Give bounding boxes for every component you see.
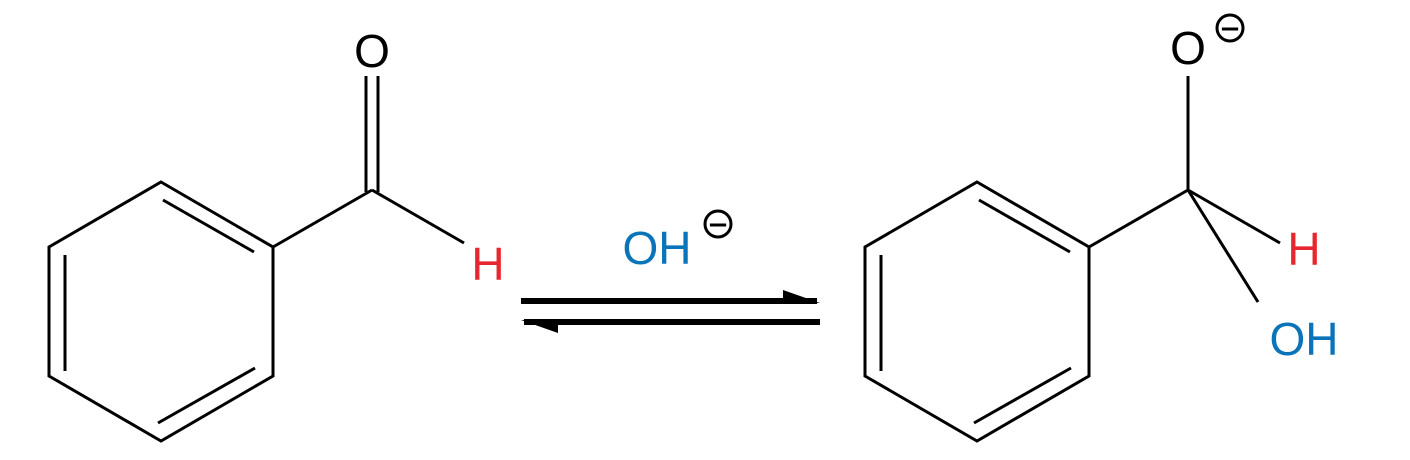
forward-arrow-head (783, 290, 820, 303)
forward-arrow-shaft (521, 298, 817, 304)
inner-double-bond (162, 198, 255, 254)
reverse-arrow-shaft (524, 319, 820, 325)
inner-double-bond (978, 198, 1071, 254)
c-h-bond (1187, 188, 1281, 245)
negative-charge-icon (703, 209, 733, 239)
reagent: OH − (623, 209, 733, 274)
ring-carbonyl-bond (272, 188, 373, 249)
negative-charge-sign: − (1219, 14, 1241, 44)
benzene-ring (47, 180, 275, 443)
ring-carbon-bond (1088, 188, 1189, 249)
benzene-ring (863, 180, 1091, 443)
negative-charge-icon (1215, 13, 1245, 43)
c-h-bond (371, 188, 465, 245)
reactant-benzaldehyde: O H (47, 25, 505, 443)
hydrogen-label: H (1287, 223, 1320, 275)
hydroxide-label: OH (623, 222, 692, 274)
equilibrium-arrows (521, 290, 820, 333)
reverse-arrow-head (521, 320, 558, 333)
oxygen-label: O (1170, 22, 1206, 74)
inner-double-bond (973, 366, 1072, 425)
negative-charge-sign: − (707, 210, 729, 240)
oxygen-label: O (354, 25, 390, 77)
product-alkoxide: O − H OH (863, 13, 1339, 443)
c-oh-bond (1186, 189, 1260, 303)
hydroxyl-label: OH (1270, 313, 1339, 365)
inner-double-bond (157, 366, 256, 425)
hydrogen-label: H (471, 238, 504, 290)
